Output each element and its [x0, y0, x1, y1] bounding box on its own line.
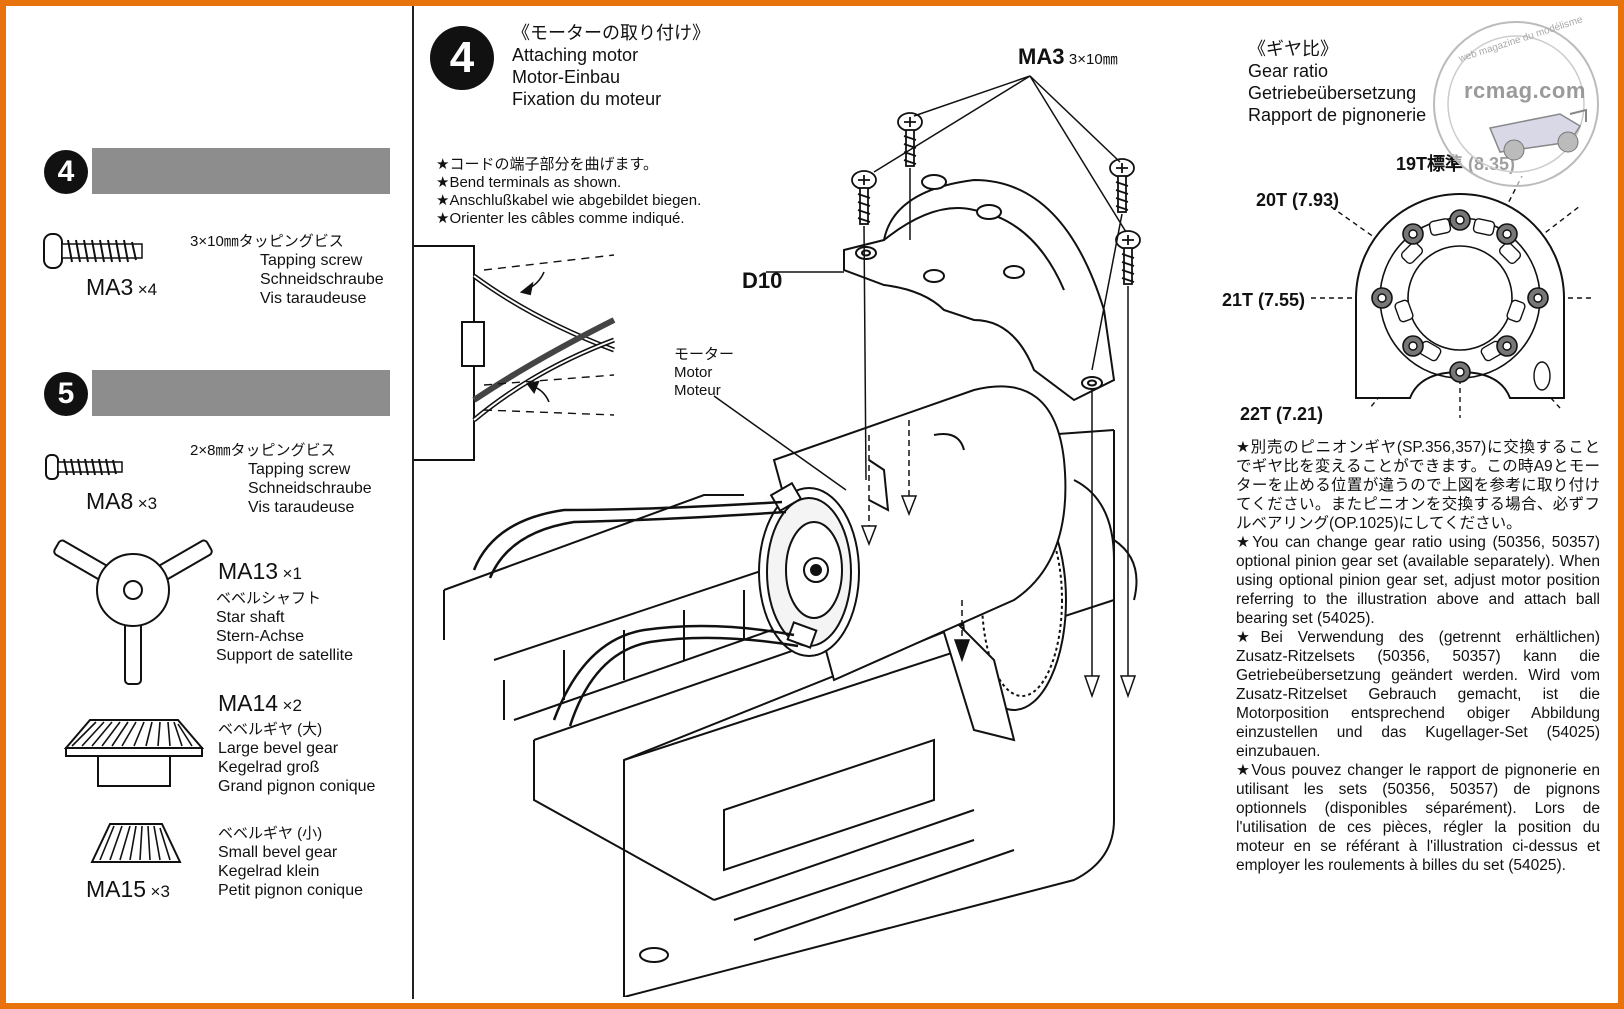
ma14-code: MA14: [218, 690, 279, 716]
ma3-label: MA3 ×4: [86, 274, 157, 301]
ma3-callout: MA3 3×10㎜: [1018, 44, 1118, 70]
motor-callout: モーター Motor Moteur: [674, 346, 734, 400]
ma3-callout-size: 3×10㎜: [1068, 51, 1118, 68]
step-title: 《モーターの取り付け》 Attaching motor Motor-Einbau…: [512, 22, 710, 110]
ma13-en: Star shaft: [216, 609, 285, 626]
gear-20t-label: 20T (7.93): [1256, 190, 1340, 210]
ma13-de: Stern-Achse: [216, 628, 305, 645]
gear-ratio-title: 《ギヤ比》 Gear ratio Getriebeübersetzung Rap…: [1248, 38, 1426, 126]
step-title-fr: Fixation du moteur: [512, 89, 662, 109]
ma15-label: MA15 ×3: [86, 876, 170, 903]
ma3-callout-code: MA3: [1018, 44, 1065, 69]
bend-note-fr: ★Orienter les câbles comme indiqué.: [436, 210, 685, 227]
notes-de: ★Bei Verwendung des (getrennt erhältlich…: [1236, 629, 1600, 760]
motor-body: [758, 385, 1067, 682]
ma3-jp-name: 3×10㎜タッピングビス: [190, 233, 344, 250]
gear-ratio-jp: 《ギヤ比》: [1248, 39, 1338, 59]
gear-ratio-diagram: [1310, 176, 1592, 418]
ma8-en: Tapping screw: [248, 461, 351, 478]
ma14-de: Kegelrad groß: [218, 759, 320, 776]
assembly-guide-lines: [863, 168, 1129, 690]
motor-callout-fr: Moteur: [674, 382, 721, 399]
bend-note-de: ★Anschlußkabel wie abgebildet biegen.: [436, 192, 702, 209]
ma13-label: MA13 ×1: [218, 558, 302, 585]
ma13-code: MA13: [218, 558, 279, 584]
bend-terminals-note: ★コードの端子部分を曲げます。 ★Bend terminals as shown…: [436, 156, 701, 228]
ma8-desc: Tapping screw Schneidschraube Vis taraud…: [248, 460, 372, 517]
terminal-inset: [414, 245, 616, 461]
ma14-label: MA14 ×2: [218, 690, 302, 717]
ma15-fr: Petit pignon conique: [218, 882, 363, 899]
bend-note-en: ★Bend terminals as shown.: [436, 174, 622, 191]
arrow-heads: [860, 495, 1137, 699]
ma8-fr: Vis taraudeuse: [248, 499, 355, 516]
ma8-code: MA8: [86, 488, 134, 514]
ma3-screws: [851, 112, 1141, 285]
watermark-site: rcmag.com: [1464, 78, 1586, 103]
notes-jp: ★別売のピニオンギヤ(SP.356,357)に交換することでギヤ比を変えることが…: [1236, 439, 1600, 532]
step-number-badge: 4: [430, 26, 494, 90]
ma13-fr: Support de satellite: [216, 647, 353, 664]
large-bevel-gear-icon: [63, 719, 205, 787]
gear-change-notes: ★別売のピニオンギヤ(SP.356,357)に交換することでギヤ比を変えることが…: [1236, 438, 1600, 875]
ma14-qty: ×2: [282, 696, 302, 715]
ma3-fr: Vis taraudeuse: [260, 290, 367, 307]
gear-ratio-en: Gear ratio: [1248, 61, 1329, 81]
step-title-de: Motor-Einbau: [512, 67, 621, 87]
star-shaft-icon: [53, 539, 213, 685]
parts-step5-badge: 5: [44, 372, 88, 416]
ma3-leader-lines: [873, 75, 1127, 233]
motor-leader-line: [713, 395, 847, 491]
ma3-en: Tapping screw: [260, 252, 363, 269]
ma3-desc: Tapping screw Schneidschraube Vis taraud…: [260, 251, 384, 308]
ma15-code: MA15: [86, 876, 147, 902]
parts-step5-bar: [92, 370, 390, 416]
small-bevel-gear-icon: [90, 823, 182, 863]
ma14-en: Large bevel gear: [218, 740, 339, 757]
gear-ratio-fr: Rapport de pignonerie: [1248, 105, 1427, 125]
motor-wires: [472, 500, 799, 727]
gear-ratio-de: Getriebeübersetzung: [1248, 83, 1417, 103]
ma15-desc: ベベルギヤ (小) Small bevel gear Kegelrad klei…: [218, 824, 363, 900]
ma15-de: Kegelrad klein: [218, 863, 320, 880]
panel-divider: [412, 6, 414, 999]
ma13-jp: ベベルシャフト: [216, 590, 322, 607]
gear-22t-label: 22T (7.21): [1240, 404, 1324, 424]
ma13-desc: ベベルシャフト Star shaft Stern-Achse Support d…: [216, 589, 353, 665]
gear-21t-label: 21T (7.55): [1222, 290, 1306, 310]
motor-callout-en: Motor: [674, 364, 713, 381]
parts-step4-badge: 4: [44, 150, 88, 194]
assembly-diagram: [414, 75, 1141, 997]
notes-en: ★You can change gear ratio using (50356,…: [1236, 534, 1600, 627]
rcmag-logo-icon: [1433, 21, 1599, 187]
d10-callout: D10: [742, 268, 783, 293]
ma3-de: Schneidschraube: [260, 271, 384, 288]
rcmag-watermark: rcmag.com web magazine du modélisme: [1430, 14, 1602, 190]
ma8-qty: ×3: [137, 494, 158, 513]
ma8-jp-name: 2×8㎜タッピングビス: [190, 442, 336, 459]
ma3-code: MA3: [86, 274, 134, 300]
ma15-jp: ベベルギヤ (小): [218, 825, 323, 842]
step-title-en: Attaching motor: [512, 45, 639, 65]
ma15-qty: ×3: [150, 882, 170, 901]
step-title-jp: 《モーターの取り付け》: [512, 23, 710, 43]
ma8-de: Schneidschraube: [248, 480, 372, 497]
notes-fr: ★Vous pouvez changer le rapport de pigno…: [1236, 762, 1600, 874]
ma14-fr: Grand pignon conique: [218, 778, 376, 795]
ma8-label: MA8 ×3: [86, 488, 157, 515]
bend-note-jp: ★コードの端子部分を曲げます。: [436, 156, 658, 173]
parts-step4-bar: [92, 148, 390, 194]
ma15-en: Small bevel gear: [218, 844, 338, 861]
ma14-desc: ベベルギヤ (大) Large bevel gear Kegelrad groß…: [218, 720, 375, 796]
ma13-qty: ×1: [282, 564, 302, 583]
tapping-screw-ma8-icon: [45, 454, 123, 480]
ma14-jp: ベベルギヤ (大): [218, 721, 323, 738]
motor-callout-jp: モーター: [674, 346, 735, 363]
ma3-qty: ×4: [137, 280, 158, 299]
motor-mount-d10: [843, 174, 1116, 402]
tapping-screw-ma3-icon: [43, 233, 143, 269]
